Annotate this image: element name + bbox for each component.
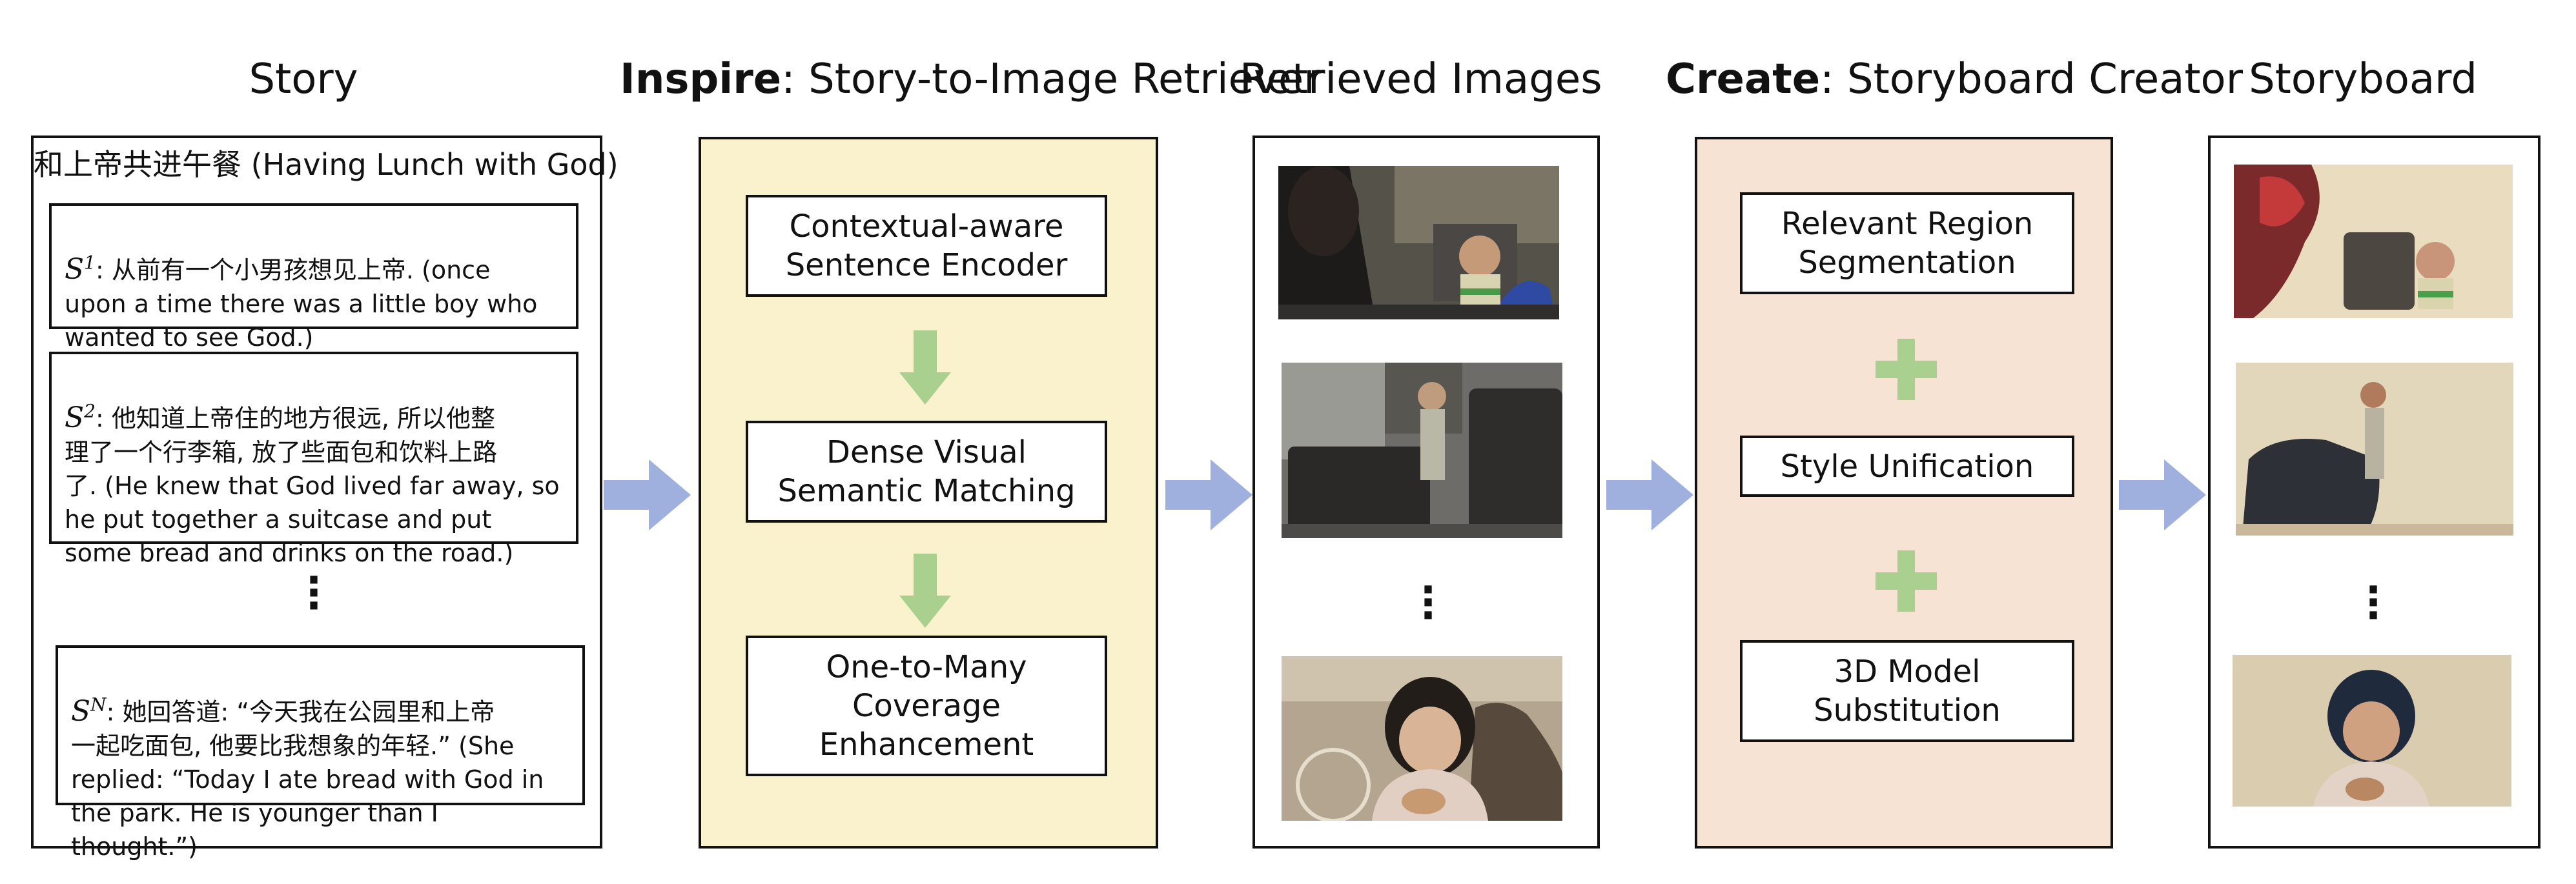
retrieved-image-1 (1278, 166, 1559, 319)
sentence-label: SN (71, 694, 107, 728)
storyboard-boy-suitcase-icon (2236, 363, 2513, 536)
scene-boy-suitcase-icon (1282, 363, 1562, 538)
story-column-title: Story (249, 55, 358, 103)
create-step-region-segmentation: Relevant Region Segmentation (1740, 192, 2074, 294)
retrieved-ellipsis: · · · (1420, 567, 1436, 640)
flow-arrow-3 (1606, 459, 1693, 530)
inspire-rest-label: : Story-to-Image Retriever (781, 55, 1321, 103)
retrieved-column-title: Retrieved Images (1240, 55, 1602, 103)
inspire-down-arrow-1 (899, 330, 951, 405)
story-sentence-n: SN: 她回答道: “今天我在公园里和上帝 一起吃面包, 他要比我想象的年轻.”… (56, 645, 585, 861)
retrieved-image-n (1282, 656, 1562, 821)
story-sentence-1: S1: 从前有一个小男孩想见上帝. (once upon a time ther… (49, 203, 578, 352)
retrieved-images-panel (1252, 136, 1600, 849)
storyboard-boy-table-icon (2234, 165, 2513, 318)
create-step-style-unification: Style Unification (1740, 436, 2074, 497)
story-title: 和上帝共进午餐 (Having Lunch with God) (34, 147, 618, 182)
flow-arrow-2 (1165, 459, 1252, 530)
flow-arrow-1 (604, 459, 691, 530)
story-ellipsis: · · · (305, 557, 322, 630)
story-sentence-2: S2: 他知道上帝住的地方很远, 所以他整 理了一个行李箱, 放了些面包和饮料上… (49, 352, 578, 567)
scene-boy-table-icon (1278, 166, 1559, 319)
create-step-3d-substitution: 3D Model Substitution (1740, 640, 2074, 742)
sentence-text: : 她回答道: “今天我在公园里和上帝 一起吃面包, 他要比我想象的年轻.” (… (71, 698, 544, 861)
flow-arrow-4 (2119, 459, 2206, 530)
create-bold-label: Create (1666, 55, 1821, 103)
storyboard-girl-eating-icon (2233, 655, 2511, 807)
scene-girl-eating-icon (1282, 656, 1562, 821)
retrieved-image-2 (1282, 363, 1562, 538)
storyboard-image-2 (2236, 363, 2513, 536)
storyboard-column-title: Storyboard (2249, 55, 2477, 103)
storyboard-image-1 (2234, 165, 2513, 318)
inspire-bold-label: Inspire (620, 55, 782, 103)
storyboard-image-n (2233, 655, 2511, 807)
storyboard-panel (2208, 136, 2540, 849)
inspire-step-sentence-encoder: Contextual-aware Sentence Encoder (746, 195, 1107, 297)
sentence-label: S1 (65, 252, 96, 286)
story-panel (31, 136, 602, 849)
create-plus-icon-2 (1876, 550, 1937, 612)
create-plus-icon-1 (1876, 339, 1937, 400)
inspire-step-semantic-matching: Dense Visual Semantic Matching (746, 421, 1107, 523)
sentence-label: S2 (65, 400, 96, 434)
create-rest-label: : Storyboard Creator (1820, 55, 2243, 103)
sentence-text: : 他知道上帝住的地方很远, 所以他整 理了一个行李箱, 放了些面包和饮料上路 … (65, 404, 560, 567)
inspire-down-arrow-2 (899, 554, 951, 628)
storyboard-ellipsis: · · · (2365, 567, 2382, 640)
create-column-title: Create: Storyboard Creator (1666, 50, 2243, 108)
sentence-text: : 从前有一个小男孩想见上帝. (once upon a time there … (65, 256, 538, 352)
inspire-column-title: Inspire: Story-to-Image Retriever (620, 50, 1321, 108)
inspire-step-coverage-enhancement: One-to-Many Coverage Enhancement (746, 636, 1107, 776)
